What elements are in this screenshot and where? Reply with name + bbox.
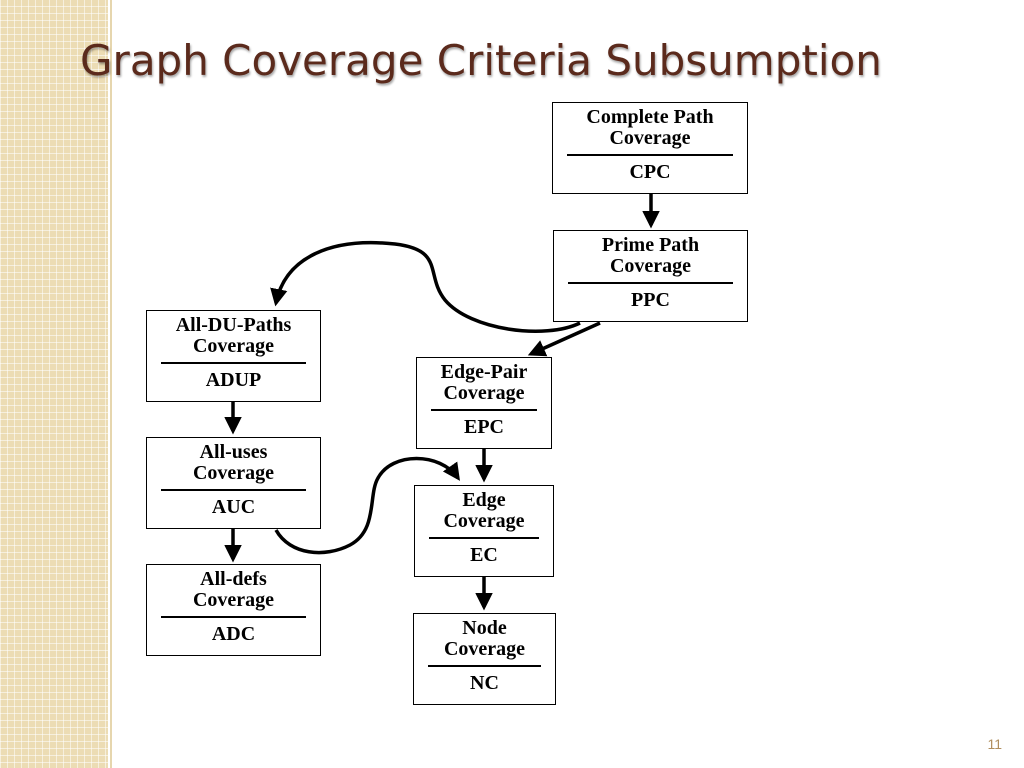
- node-label-line2: Coverage: [192, 335, 275, 357]
- node-divider: [161, 489, 306, 491]
- node-label-line1: All-defs: [200, 568, 267, 590]
- node-label-line2: Coverage: [192, 589, 275, 611]
- node-divider: [161, 362, 306, 364]
- node-divider: [429, 537, 539, 539]
- node-edge-pair-coverage: Edge-Pair Coverage EPC: [416, 357, 552, 449]
- node-label-line1: All-uses: [199, 441, 268, 463]
- node-abbreviation: EPC: [464, 416, 504, 438]
- node-divider: [431, 409, 537, 411]
- slide-title: Graph Coverage Criteria Subsumption: [80, 36, 882, 85]
- node-label-line1: Prime Path: [601, 234, 700, 256]
- node-label-line1: Complete Path: [586, 106, 714, 128]
- node-label-line2: Coverage: [609, 255, 692, 277]
- node-label-line1: Edge: [462, 489, 506, 511]
- side-divider-line: [110, 0, 112, 768]
- decorative-side-strip: [0, 0, 108, 768]
- node-node-coverage: Node Coverage NC: [413, 613, 556, 705]
- node-divider: [161, 616, 306, 618]
- node-abbreviation: PPC: [631, 289, 670, 311]
- node-all-defs-coverage: All-defs Coverage ADC: [146, 564, 321, 656]
- node-abbreviation: EC: [470, 544, 498, 566]
- edge-auc-ec: [274, 456, 460, 555]
- node-label-line2: Coverage: [609, 127, 691, 149]
- node-abbreviation: ADUP: [205, 369, 262, 391]
- node-label-line1: All-DU-Paths: [175, 314, 292, 336]
- node-label-line1: Edge-Pair: [440, 361, 528, 383]
- node-complete-path-coverage: Complete Path Coverage CPC: [552, 102, 748, 194]
- node-abbreviation: CPC: [629, 161, 671, 183]
- node-abbreviation: ADC: [211, 623, 256, 645]
- node-divider: [428, 665, 541, 667]
- node-label-line2: Coverage: [443, 638, 526, 660]
- edge-ppc-epc: [527, 321, 601, 357]
- node-edge-coverage: Edge Coverage EC: [414, 485, 554, 577]
- node-abbreviation: NC: [470, 672, 499, 694]
- node-all-uses-coverage: All-uses Coverage AUC: [146, 437, 321, 529]
- edge-ppc-adup: [270, 240, 581, 333]
- node-label-line2: Coverage: [192, 462, 275, 484]
- node-divider: [567, 154, 733, 156]
- page-number: 11: [987, 736, 1002, 752]
- node-label-line1: Node: [462, 617, 507, 639]
- node-label-line2: Coverage: [443, 510, 525, 532]
- node-label-line2: Coverage: [443, 382, 525, 404]
- node-abbreviation: AUC: [211, 496, 256, 518]
- node-prime-path-coverage: Prime Path Coverage PPC: [553, 230, 748, 322]
- node-all-du-paths-coverage: All-DU-Paths Coverage ADUP: [146, 310, 321, 402]
- node-divider: [568, 282, 733, 284]
